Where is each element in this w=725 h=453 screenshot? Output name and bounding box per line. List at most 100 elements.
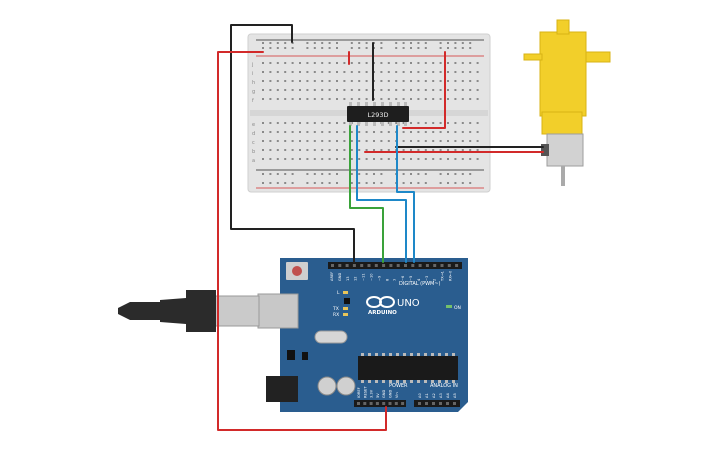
dc-motor[interactable] — [523, 19, 611, 186]
hole — [410, 80, 412, 82]
hole — [313, 131, 316, 133]
digital-header — [328, 262, 462, 269]
hole — [439, 158, 442, 160]
hole — [269, 42, 272, 44]
hole — [380, 149, 383, 151]
hole — [454, 131, 457, 133]
header-hole — [401, 402, 405, 405]
hole — [476, 80, 479, 82]
wire-red-vs[interactable] — [402, 51, 446, 129]
hole — [291, 42, 294, 44]
hole — [365, 149, 368, 151]
atmega-pins — [361, 353, 455, 383]
hole — [454, 42, 457, 44]
hole — [276, 62, 279, 64]
pin-label: RX←0 — [449, 270, 453, 281]
wire-black-gnd[interactable] — [230, 24, 355, 263]
hole — [343, 131, 346, 133]
hole — [402, 42, 405, 44]
chip-pin — [403, 353, 406, 356]
hole — [328, 140, 331, 142]
led-on-label: ON — [454, 305, 461, 311]
chip-pin — [375, 353, 378, 356]
analog-label: ANALOG IN — [430, 383, 458, 389]
usb-plug-strain — [160, 298, 186, 324]
hole — [454, 149, 457, 151]
hole — [447, 149, 449, 151]
hole — [284, 89, 287, 91]
pin-label: 4 — [417, 278, 421, 281]
pin-label: 12 — [354, 276, 358, 281]
chip-pin — [424, 380, 427, 383]
l293d-chip[interactable]: L293D — [347, 102, 409, 126]
gearbox-axle — [585, 51, 611, 63]
pin-label: A0 — [418, 393, 422, 398]
header-hole — [331, 264, 334, 267]
hole — [395, 122, 398, 124]
hole — [424, 89, 427, 91]
pin-label: 5V — [376, 393, 380, 398]
pin-label: GND — [338, 273, 342, 281]
hole — [439, 42, 442, 44]
arduino-logo: UNO ARDUINO — [366, 296, 420, 316]
hole — [276, 173, 279, 175]
hole — [380, 71, 383, 73]
hole — [432, 71, 435, 73]
hole — [276, 131, 279, 133]
hole — [262, 182, 264, 184]
hole — [387, 98, 390, 100]
hole — [350, 173, 353, 175]
chip-pin — [382, 353, 385, 356]
hole — [350, 98, 353, 100]
hole — [417, 131, 420, 133]
header-hole — [411, 264, 415, 267]
hole — [343, 89, 346, 91]
pin-label: A4 — [446, 393, 450, 398]
hole — [343, 62, 346, 64]
chip-pin — [438, 353, 441, 356]
wires — [217, 24, 544, 431]
hole — [439, 131, 442, 133]
chip-pin — [452, 353, 455, 356]
usb-plug-metal — [214, 295, 260, 327]
hole — [336, 62, 338, 64]
wire-blue-signal[interactable] — [396, 125, 415, 263]
hole — [306, 47, 309, 49]
wire-green-signal[interactable] — [349, 125, 384, 263]
hole — [269, 158, 272, 160]
hole — [469, 149, 472, 151]
hole — [447, 80, 449, 82]
chip-pin — [403, 380, 406, 383]
hole — [313, 122, 316, 124]
digital-label: DIGITAL (PWM~) — [399, 281, 441, 287]
hole — [417, 42, 420, 44]
header-hole — [338, 264, 342, 267]
hole — [410, 71, 412, 73]
hole — [410, 173, 412, 175]
hole — [424, 122, 427, 124]
header-hole — [389, 264, 393, 267]
hole — [476, 98, 479, 100]
chip-pin — [396, 353, 399, 356]
hole — [350, 149, 353, 151]
hole — [276, 122, 279, 124]
hole — [387, 158, 390, 160]
hole — [262, 42, 264, 44]
wire-blue-signal[interactable] — [356, 125, 407, 263]
arduino-uno-board[interactable]: L TX RX ON UNO ARDUINO DIGITAL (PWM~) PO… — [257, 258, 468, 412]
row-labels: j i h g f e d c b a — [251, 62, 255, 164]
hole — [447, 182, 449, 184]
wire-red-5v[interactable] — [217, 51, 387, 431]
chip-pin — [382, 380, 385, 383]
header-hole — [425, 264, 429, 267]
hole — [424, 62, 427, 64]
usb-cable[interactable] — [118, 290, 260, 332]
hole — [439, 80, 442, 82]
hole — [373, 131, 375, 133]
hole — [358, 182, 361, 184]
pin-label: GND — [389, 390, 393, 398]
motor-terminal — [541, 144, 549, 156]
hole — [313, 89, 316, 91]
chip-pin — [375, 380, 378, 383]
hole — [343, 158, 346, 160]
